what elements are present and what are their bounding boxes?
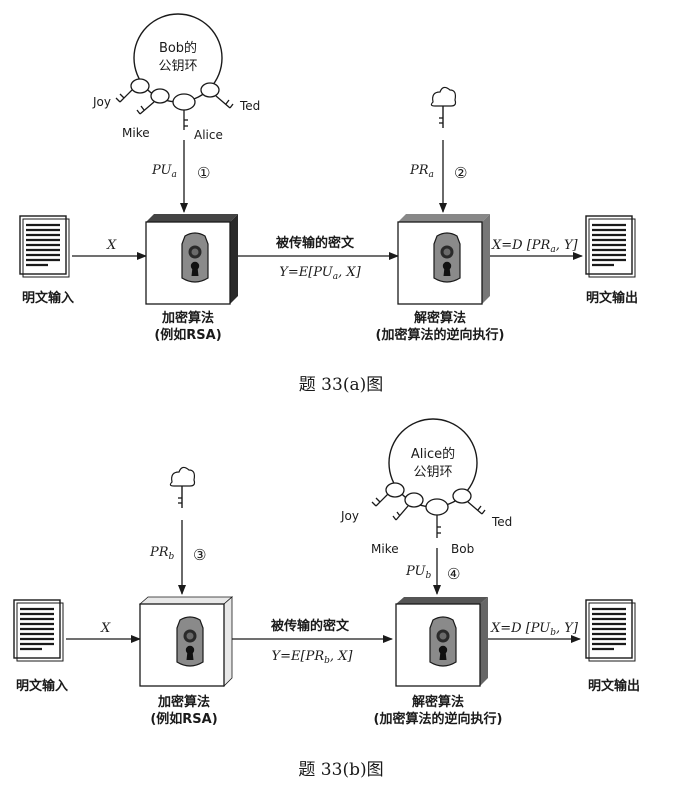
public-key-label: PUb [405, 564, 431, 581]
key-name-label: Bob [451, 542, 474, 556]
figure-caption: 题 33(b)图 [298, 760, 383, 780]
encryption-sublabel: (例如RSA) [154, 327, 221, 343]
output-formula: X=D [PRa, Y] [491, 238, 579, 255]
decryption-box [395, 597, 488, 687]
diagram-a: Bob的 公钥环 Joy Mike Alice Ted PUa ① [18, 13, 638, 395]
public-key-label: PUa [151, 163, 177, 180]
plaintext-document-icon [584, 214, 637, 279]
figure-caption: 题 33(a)图 [299, 375, 383, 395]
cipher-formula: Y=E[PUa, X] [279, 265, 361, 282]
step-number: ① [197, 164, 210, 182]
key-name-label: Ted [491, 515, 512, 529]
transfer-label: 被传输的密文 [275, 235, 355, 251]
decryption-box [397, 214, 490, 305]
step-number: ③ [193, 546, 206, 564]
input-label: 明文输入 [16, 678, 68, 694]
decryption-sublabel: (加密算法的逆向执行) [374, 711, 503, 727]
encryption-label: 加密算法 [157, 694, 210, 710]
private-key-icon [430, 86, 457, 128]
encryption-box [145, 214, 238, 305]
key-cluster-icon [371, 482, 486, 538]
key-cluster-icon [115, 78, 234, 130]
cipher-formula: Y=E[PRb, X] [272, 649, 354, 666]
lock-icon [181, 232, 209, 283]
output-label: 明文输出 [588, 678, 640, 694]
decryption-label: 解密算法 [411, 694, 464, 710]
diagram-b: PRb ③ Alice的 公钥环 Joy Mike Bob Ted PUb ④ … [12, 418, 640, 780]
input-label: 明文输入 [22, 290, 74, 306]
plaintext-document-icon [12, 598, 65, 663]
key-name-label: Joy [92, 95, 111, 109]
output-formula: X=D [PUb, Y] [490, 621, 579, 638]
key-name-label: Alice [194, 128, 223, 142]
encryption-label: 加密算法 [161, 310, 214, 326]
ring-label: 公钥环 [158, 59, 197, 74]
ring-label: Alice的 [411, 446, 455, 462]
key-name-label: Mike [122, 126, 150, 140]
key-name-label: Ted [239, 99, 260, 113]
ring-label: Bob的 [159, 40, 197, 56]
key-name-label: Joy [340, 509, 359, 523]
output-label: 明文输出 [586, 290, 638, 306]
decryption-sublabel: (加密算法的逆向执行) [376, 327, 505, 343]
x-label: X [100, 621, 111, 636]
step-number: ② [454, 164, 467, 182]
decryption-label: 解密算法 [413, 310, 466, 326]
lock-icon [429, 616, 457, 667]
key-name-label: Mike [371, 542, 399, 556]
ring-label: 公钥环 [413, 465, 452, 480]
encryption-box [138, 596, 234, 687]
x-label: X [106, 238, 117, 253]
plaintext-document-icon [584, 598, 637, 663]
encryption-sublabel: (例如RSA) [150, 711, 217, 727]
plaintext-document-icon [18, 214, 71, 279]
lock-icon [433, 232, 461, 283]
private-key-label: PRa [409, 163, 434, 180]
private-key-label: PRb [149, 545, 175, 562]
transfer-label: 被传输的密文 [270, 618, 350, 634]
private-key-icon [169, 466, 196, 508]
step-number: ④ [447, 565, 460, 583]
lock-icon [176, 616, 204, 667]
